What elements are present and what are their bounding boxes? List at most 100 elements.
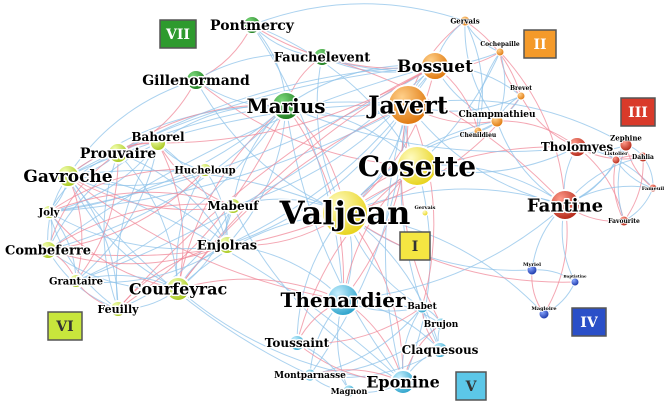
node-label-mabeuf: Mabeuf (208, 199, 260, 213)
node-hucheloup[interactable] (197, 162, 213, 178)
node-marius[interactable] (271, 91, 301, 121)
labels-layer: PontmercyFaucheleventGillenormandMariusB… (4, 16, 665, 398)
node-label-feuilly: Feuilly (97, 303, 139, 316)
edge-bahorel-grantaire (75, 142, 159, 282)
node-magloire[interactable] (538, 308, 550, 320)
edge-brujon-montparnasse (309, 323, 442, 376)
node-label-javert: Javert (366, 90, 448, 119)
node-myriel[interactable] (526, 264, 538, 276)
node-label-listolier: Listolier (604, 151, 628, 157)
node-listolier[interactable] (611, 155, 621, 165)
node-pontmercy[interactable] (242, 15, 262, 35)
node-label-baptistine: Baptistine (563, 273, 587, 278)
node-zephine[interactable] (619, 138, 633, 152)
edge-enjolras-feuilly (117, 244, 228, 310)
edge-bahorel-enjolras (157, 142, 228, 246)
node-fauchelevent[interactable] (312, 47, 332, 67)
node-label-joly: Joly (37, 208, 60, 219)
node-courfeyrac[interactable] (165, 276, 191, 302)
edge-marius-bahorel (157, 105, 287, 144)
node-tholomyes[interactable] (566, 136, 588, 158)
node-grantaire[interactable] (68, 273, 84, 289)
node-dahlia[interactable] (637, 151, 649, 163)
node-combeferre[interactable] (38, 240, 58, 260)
edge-prouvaire-feuilly (103, 152, 119, 310)
node-label-fameuil: Fameuil (642, 186, 665, 192)
edge-marius-eponine (285, 105, 404, 383)
edge-cochepaille-champmathieu (496, 51, 506, 122)
node-gavroche[interactable] (56, 164, 80, 188)
edge-javert-zephine (407, 99, 627, 146)
edge-valjean-cochepaille (344, 51, 501, 214)
node-enjolras[interactable] (217, 235, 237, 255)
node-baptistine[interactable] (570, 277, 580, 287)
node-gervais2[interactable] (421, 209, 429, 217)
edge-valjean-combeferre (47, 212, 346, 257)
node-valjean[interactable] (321, 189, 369, 237)
node-label-fantine: Fantine (527, 195, 603, 216)
edge-gavroche-eponine (67, 175, 404, 383)
edge-gavroche-hucheloup (67, 169, 206, 186)
node-mabeuf[interactable] (224, 197, 242, 215)
node-label-gervais: Gervais (450, 16, 479, 25)
edge-dahlia-favourite (623, 156, 644, 222)
edge-mabeuf-eponine (232, 205, 404, 383)
node-claquesous[interactable] (431, 341, 449, 359)
node-label-fauchelevent: Fauchelevent (274, 51, 371, 66)
edge-prouvaire-combeferre (47, 152, 119, 251)
edge-valjean-gillenormand (195, 79, 346, 214)
node-brujon[interactable] (434, 317, 448, 331)
node-feuilly[interactable] (109, 300, 127, 318)
node-champmathieu[interactable] (490, 114, 504, 128)
node-label-tholomyes: Tholomyes (541, 140, 614, 154)
node-label-courfeyrac: Courfeyrac (129, 280, 228, 299)
node-thenardier[interactable] (326, 283, 360, 317)
node-montparnasse[interactable] (303, 368, 317, 382)
edge-zephine-favourite (617, 144, 627, 222)
node-favourite[interactable] (618, 215, 630, 227)
edge-javert-eponine (384, 104, 409, 383)
edge-courfeyrac-thenardier (177, 278, 344, 301)
edge-valjean-magloire (344, 212, 545, 315)
node-label-zephine: Zephine (610, 133, 642, 142)
node-label-magloire: Magloire (531, 306, 556, 312)
node-label-brujon: Brujon (424, 320, 459, 330)
edge-javert-montparnasse (309, 104, 409, 376)
node-label-cosette: Cosette (358, 150, 476, 183)
node-cochepaille[interactable] (495, 47, 505, 57)
node-label-myriel: Myriel (523, 262, 541, 268)
edge-hucheloup-joly (48, 168, 206, 213)
node-gervais[interactable] (459, 15, 471, 27)
node-fameuil[interactable] (648, 183, 658, 193)
node-babet[interactable] (415, 300, 429, 314)
node-prouvaire[interactable] (107, 142, 129, 164)
node-label-thenardier: Thenardier (280, 288, 405, 312)
node-cosette[interactable] (396, 145, 438, 187)
node-joly[interactable] (41, 204, 57, 220)
edge-javert-joly (48, 104, 409, 213)
node-bossuet[interactable] (420, 51, 450, 81)
edge-prouvaire-grantaire (75, 152, 119, 282)
node-eponine[interactable] (390, 369, 416, 395)
node-chenildieu[interactable] (473, 126, 483, 136)
edge-pontmercy-gervais (251, 3, 466, 26)
node-bahorel[interactable] (149, 134, 167, 152)
node-fantine[interactable] (549, 189, 581, 221)
edge-brevet-chenildieu (477, 95, 522, 132)
node-label-toussaint: Toussaint (265, 336, 330, 350)
node-brevet[interactable] (516, 91, 526, 101)
node-magnon[interactable] (342, 384, 356, 398)
node-label-claquesous: Claquesous (402, 343, 479, 357)
edge-bossuet-feuilly (117, 65, 436, 310)
node-label-babet: Babet (407, 302, 437, 312)
group-label-IV: IV (580, 315, 599, 331)
node-toussaint[interactable] (288, 334, 306, 352)
edge-bossuet-combeferre (47, 65, 436, 251)
node-gillenormand[interactable] (185, 69, 207, 91)
edge-bahorel-feuilly (115, 142, 159, 310)
edge-gillenormand-gavroche (67, 79, 197, 177)
edge-cosette-gillenormand (195, 79, 418, 167)
edge-javert-babet (407, 104, 435, 308)
node-javert[interactable] (387, 84, 429, 126)
edge-gervais-champmathieu (464, 20, 498, 122)
